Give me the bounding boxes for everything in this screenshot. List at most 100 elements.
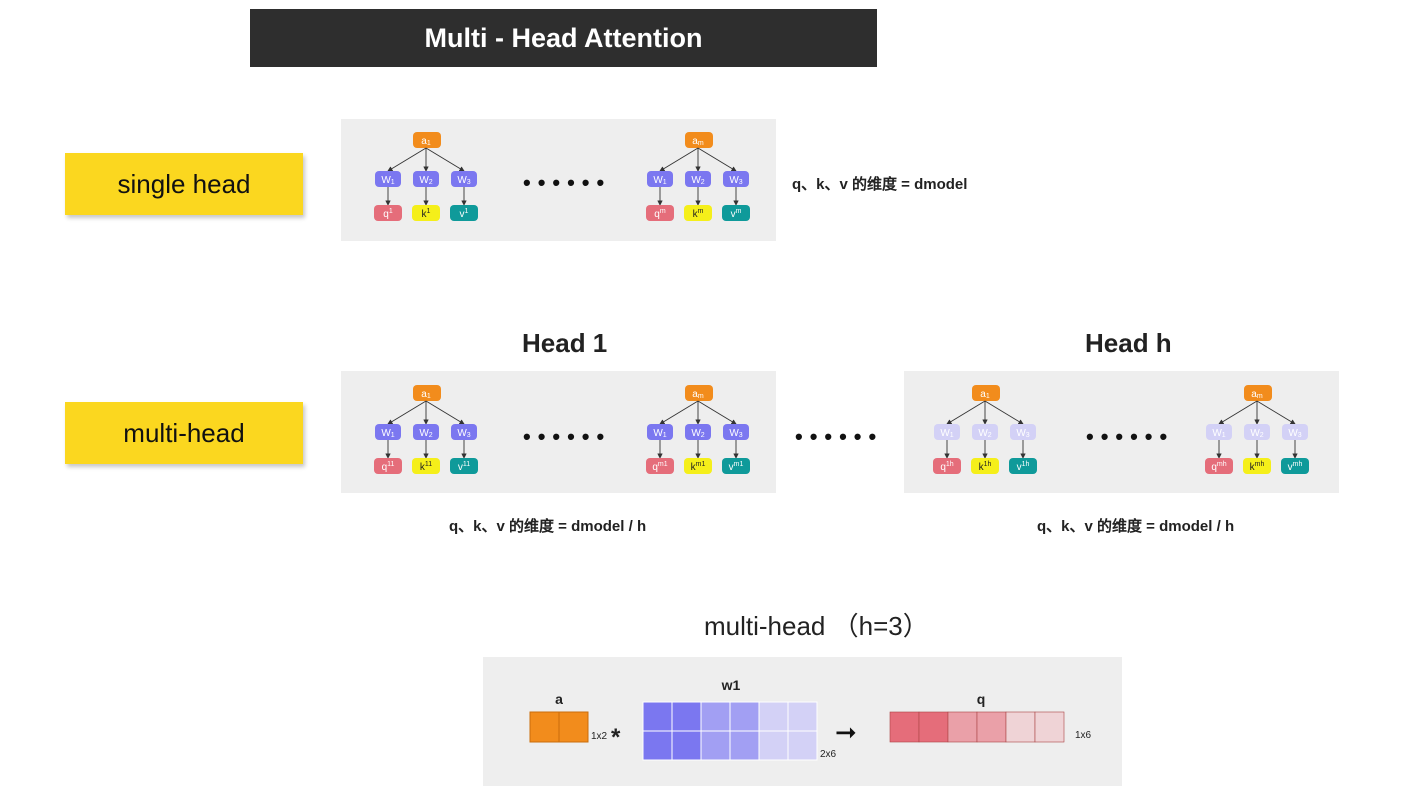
- output-q-node: [646, 458, 674, 474]
- weight-matrix-base: W: [1212, 428, 1222, 439]
- matrix-w1-cell: [758, 730, 789, 761]
- weight-matrix-label: W2: [419, 428, 432, 439]
- output-q-node: [646, 205, 674, 221]
- output-v-base: v: [460, 209, 465, 220]
- matrix-w1-cell: [700, 701, 731, 732]
- output-k-superscript: 11: [425, 461, 432, 468]
- weight-matrix-node: [934, 424, 960, 440]
- between-heads-ellipsis: ••••••: [795, 424, 884, 449]
- output-k-base: k: [420, 462, 426, 473]
- input-vector-a-base: a: [421, 136, 427, 147]
- weight-matrix-label: W2: [1250, 428, 1263, 439]
- weight-matrix-label: W1: [653, 428, 666, 439]
- input-vector-a-subscript: m: [698, 393, 704, 400]
- weight-matrix-node: [1244, 424, 1270, 440]
- output-v-base: v: [458, 462, 463, 473]
- output-v-superscript: 1: [465, 208, 469, 215]
- weight-matrix-node: [1010, 424, 1036, 440]
- output-q-superscript: m: [660, 208, 666, 215]
- output-q-base: q: [1211, 462, 1217, 473]
- input-vector-a-subscript: m: [698, 140, 704, 147]
- input-vector-a-base: a: [421, 389, 427, 400]
- matrix-q: [889, 711, 1065, 743]
- weight-matrix-subscript: 2: [429, 432, 433, 439]
- matrix-q-cell: [889, 711, 920, 743]
- projection-arrow: [387, 147, 427, 172]
- weight-matrix-base: W: [729, 175, 739, 186]
- output-k-label: k11: [420, 461, 432, 473]
- weight-matrix-label: W1: [940, 428, 953, 439]
- output-v-label: v1h: [1017, 461, 1030, 473]
- output-k-node: [971, 458, 999, 474]
- matrix-q-cell: [976, 711, 1007, 743]
- weight-matrix-label: W2: [691, 428, 704, 439]
- matrix-w1-cell: [729, 701, 760, 732]
- input-vector-a-label: a1: [980, 389, 990, 400]
- input-vector-a-base: a: [692, 389, 698, 400]
- multi-head-label: multi-head: [65, 402, 303, 464]
- output-k-base: k: [691, 462, 697, 473]
- weight-matrix-subscript: 3: [739, 179, 743, 186]
- matrix-w1-cell: [729, 730, 760, 761]
- weight-matrix-node: [723, 424, 749, 440]
- weight-matrix-subscript: 2: [429, 179, 433, 186]
- output-v-label: vmh: [1288, 461, 1303, 473]
- single-head-label: single head: [65, 153, 303, 215]
- matrix-w1-cell: [642, 730, 673, 761]
- matrix-a-cell: [558, 711, 589, 743]
- output-v-base: v: [1017, 462, 1022, 473]
- output-q-base: q: [652, 462, 658, 473]
- output-q-node: [933, 458, 961, 474]
- head-h-dimension-note: q、k、v 的维度 = dmodel / h: [1037, 518, 1235, 535]
- matrix-example-panel: a w1 q 1x2 * 2x6 ➞: [483, 657, 1122, 786]
- weight-matrix-subscript: 1: [391, 179, 395, 186]
- input-vector-a-subscript: 1: [986, 393, 990, 400]
- result-arrow-icon: ➞: [835, 717, 857, 747]
- output-k-label: km: [693, 208, 704, 220]
- matrix-w1-cell: [787, 701, 818, 732]
- projection-arrow: [659, 147, 699, 172]
- projection-arrow: [697, 400, 737, 425]
- matrix-w1: [642, 701, 818, 761]
- output-q-label: qmh: [1211, 461, 1226, 473]
- input-vector-a-node: [413, 385, 441, 401]
- output-q-node: [1205, 458, 1233, 474]
- input-vector-a-node: [1244, 385, 1272, 401]
- head-1-dimension-note: q、k、v 的维度 = dmodel / h: [449, 518, 647, 535]
- output-k-base: k: [979, 462, 985, 473]
- projection-arrow: [387, 400, 427, 425]
- input-vector-a-node: [685, 132, 713, 148]
- weight-matrix-base: W: [381, 175, 391, 186]
- input-vector-a-label: a1: [421, 136, 431, 147]
- weight-matrix-node: [413, 171, 439, 187]
- output-q-superscript: 1h: [946, 461, 954, 468]
- page-title: Multi - Head Attention: [250, 9, 877, 67]
- input-vector-a-label: am: [1251, 389, 1263, 400]
- weight-matrix-base: W: [419, 175, 429, 186]
- matrix-w1-cell: [671, 730, 702, 761]
- input-vector-a-subscript: m: [1257, 393, 1263, 400]
- matrix-example-drawing: a w1 q 1x2 * 2x6 ➞: [529, 677, 1092, 761]
- input-vector-a-subscript: 1: [427, 140, 431, 147]
- output-k-superscript: 1h: [984, 461, 992, 468]
- output-k-node: [684, 458, 712, 474]
- weight-matrix-label: W3: [457, 428, 470, 439]
- projection-arrow: [946, 400, 986, 425]
- weight-matrix-label: W2: [691, 175, 704, 186]
- weight-matrix-base: W: [381, 428, 391, 439]
- weight-matrix-base: W: [691, 175, 701, 186]
- weight-matrix-subscript: 1: [663, 432, 667, 439]
- weight-matrix-base: W: [729, 428, 739, 439]
- weight-matrix-subscript: 2: [701, 179, 705, 186]
- matrix-a-label: a: [555, 691, 563, 707]
- output-q-base: q: [654, 209, 660, 220]
- weight-matrix-subscript: 1: [1222, 432, 1226, 439]
- weight-matrix-node: [375, 171, 401, 187]
- matrix-q-cell: [918, 711, 949, 743]
- matrix-q-cell: [1034, 711, 1065, 743]
- weight-matrix-label: W1: [1212, 428, 1225, 439]
- single-head-dimension-note: q、k、v 的维度 = dmodel: [792, 176, 968, 193]
